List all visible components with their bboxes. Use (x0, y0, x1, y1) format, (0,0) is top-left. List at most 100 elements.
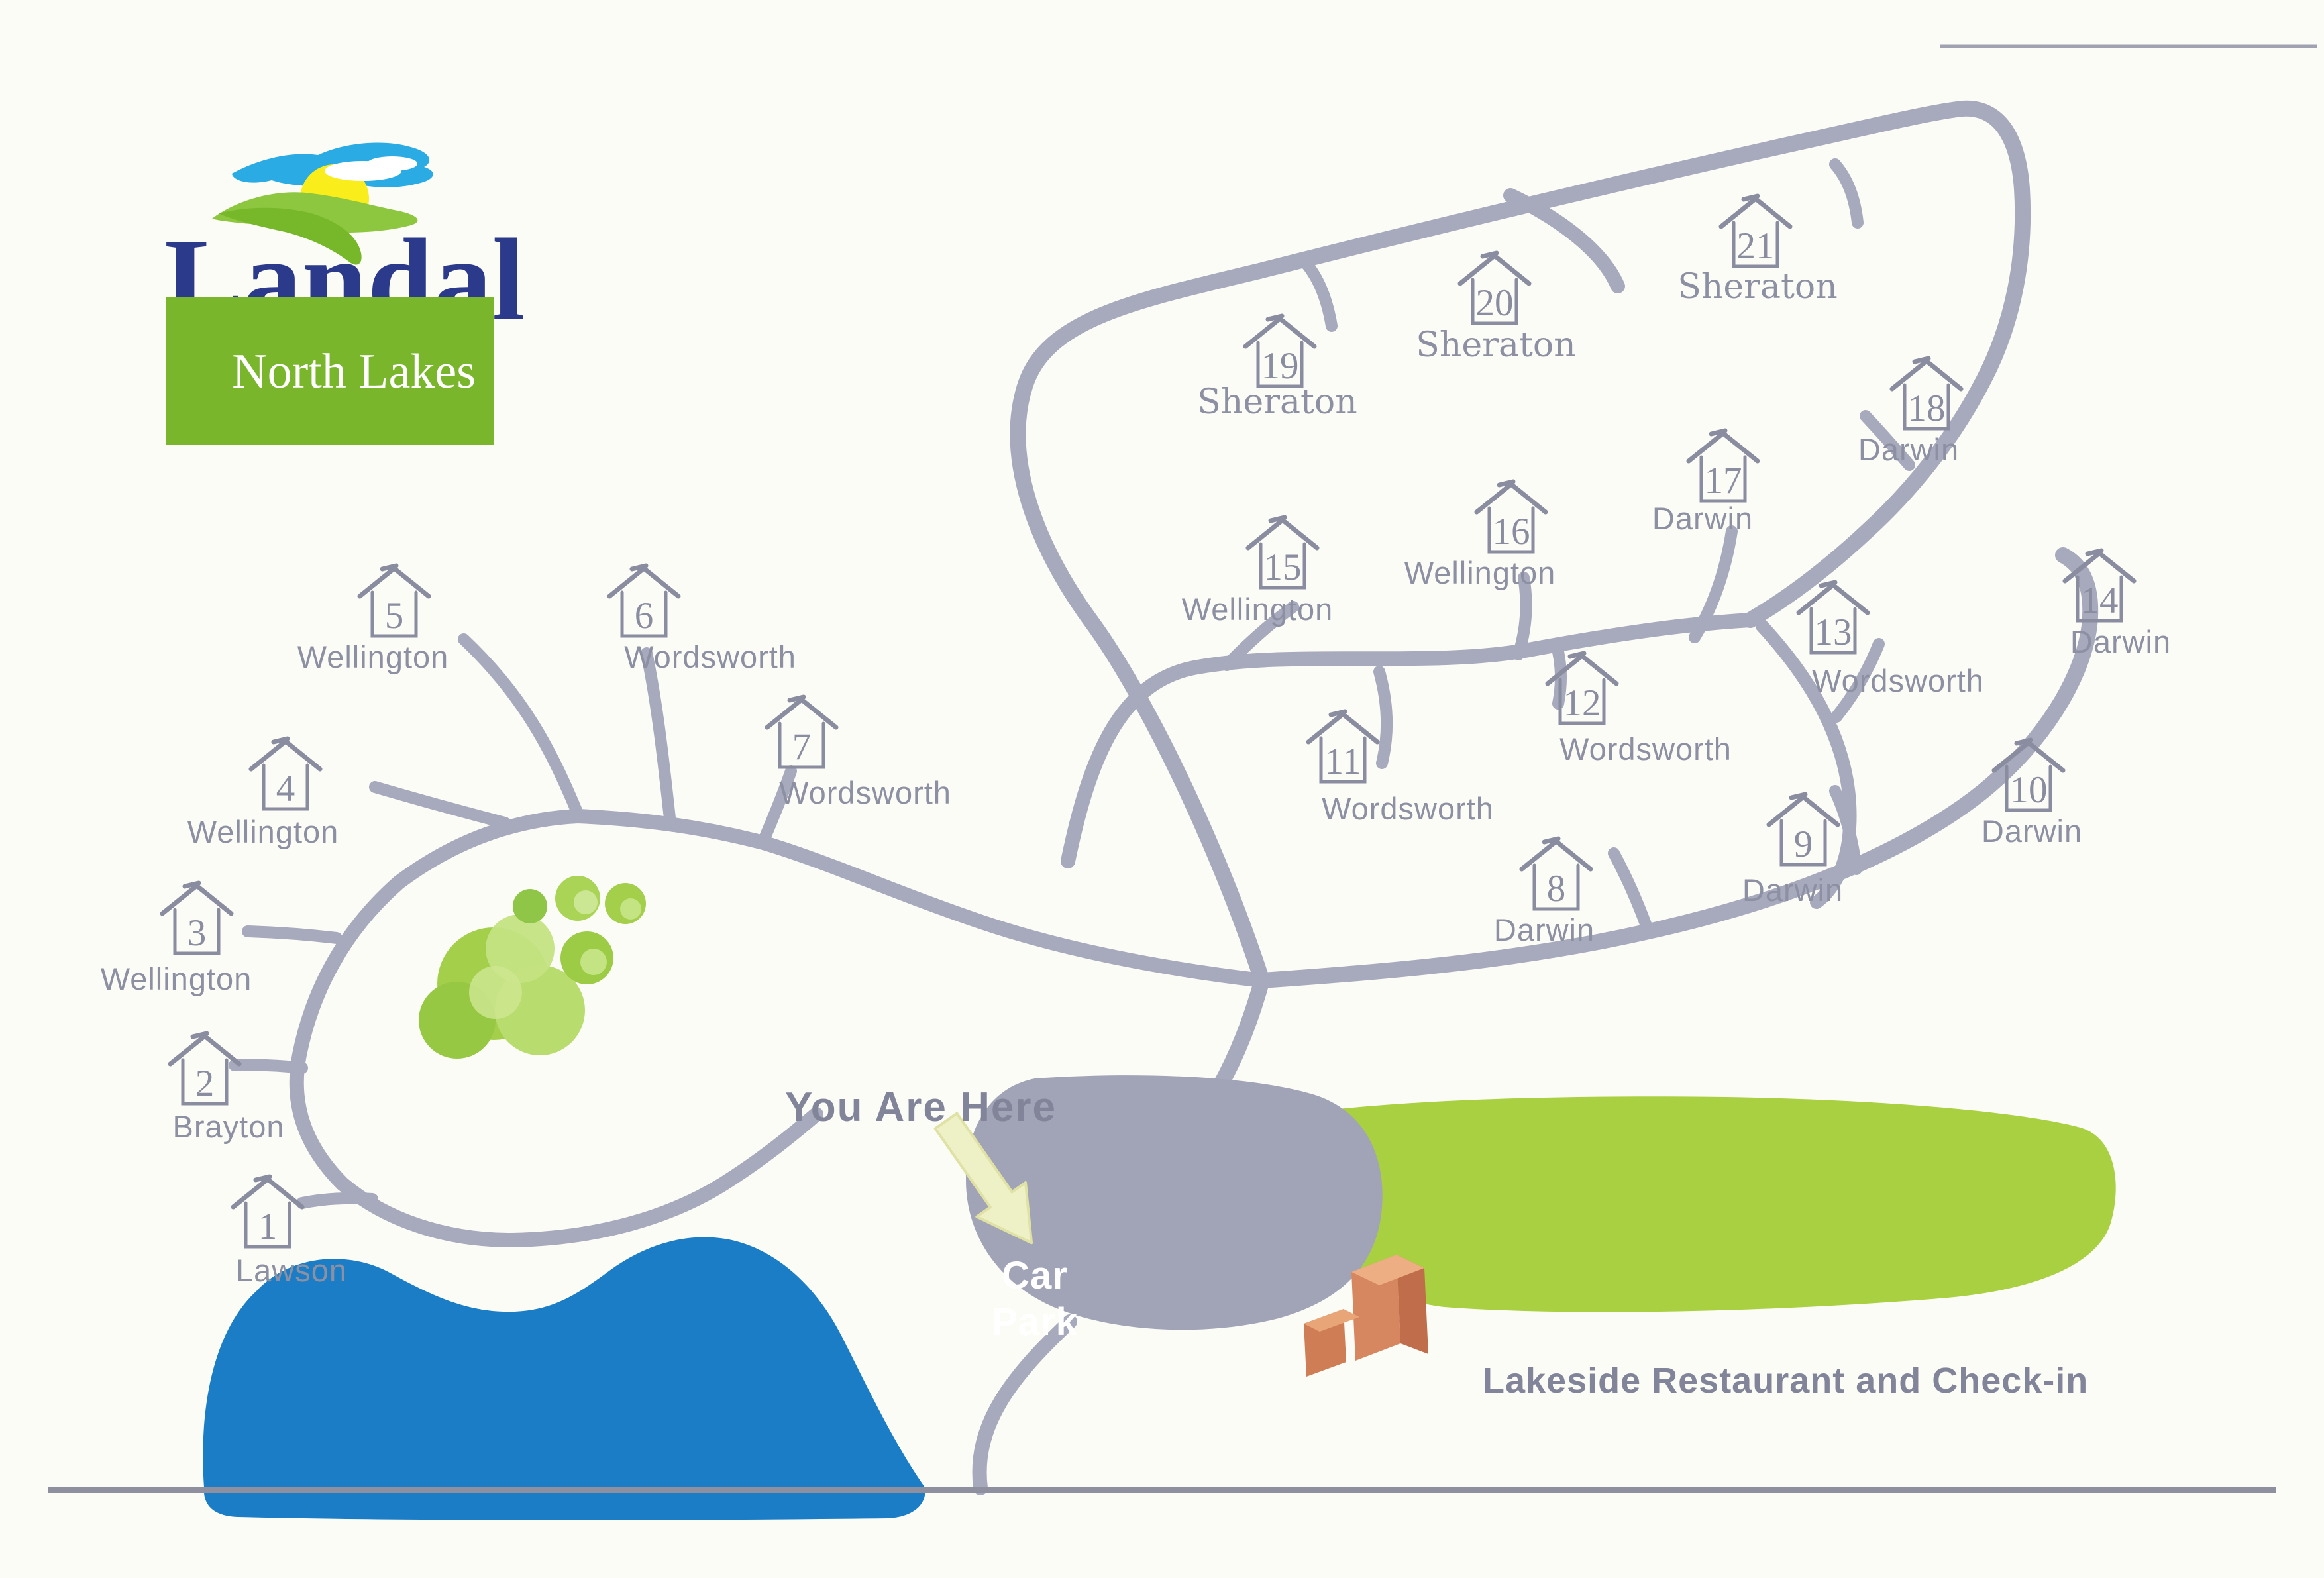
road-stub-18 (1860, 410, 1915, 471)
lodge-name-label: Wordsworth (779, 775, 951, 810)
lodge-name-label: Sheraton (1416, 325, 1575, 365)
lodge-name-label: Wellington (1404, 555, 1556, 590)
lodge-number: 21 (1737, 225, 1775, 267)
road-stub-6 (641, 647, 676, 830)
lodge-name-label: Darwin (2070, 624, 2171, 659)
lodge-name-label: Wordsworth (624, 639, 796, 674)
lodge-number: 11 (1325, 741, 1361, 782)
road-carpark-access (1211, 973, 1270, 1096)
you-are-here-arrow (933, 1112, 1033, 1245)
car-park-label-line1: Car (1002, 1254, 1068, 1297)
lodge-name-label: Darwin (1981, 814, 2082, 849)
road-stub-1 (296, 1192, 378, 1209)
lodge-number: 6 (635, 595, 654, 637)
road-stub-19 (1300, 258, 1338, 332)
lodge-name-label: Darwin (1742, 872, 1843, 908)
trees (419, 876, 646, 1059)
lodge-number: 5 (385, 595, 404, 637)
road-stub-13 (1830, 638, 1885, 723)
lodge-number: 9 (1794, 823, 1813, 865)
car-park-area (966, 1075, 1383, 1330)
road-stub-11 (1373, 666, 1393, 769)
lodge-number: 10 (2010, 769, 2048, 811)
logo-green-box (166, 297, 494, 445)
lodge-name-label: Sheraton (1197, 382, 1357, 422)
lodge-number: 17 (1705, 460, 1742, 501)
lodge-name-label: Wellington (1182, 592, 1334, 627)
road-southeast (1254, 547, 2099, 988)
road-stub-8 (1608, 847, 1653, 933)
lodge-name-label: Wordsworth (1559, 731, 1732, 766)
lodge-number: 13 (1815, 611, 1852, 653)
you-are-here-label: You Are Here (785, 1084, 1057, 1130)
lodge-number: 20 (1476, 282, 1514, 324)
lodge-name-label: Wellington (297, 639, 449, 674)
lodge-number: 8 (1547, 868, 1566, 910)
road-stub-4 (369, 781, 511, 829)
lodge-number: 16 (1493, 511, 1530, 552)
road-west-loop (289, 808, 1269, 1248)
lodge-name-label: Darwin (1652, 501, 1753, 536)
lodge-name-label: Wordsworth (1812, 663, 1984, 698)
lodge-number: 4 (276, 768, 295, 810)
lodge-name-label: Darwin (1858, 432, 1959, 467)
lodges-layer: 1Lawson2Brayton3Wellington4Wellington5We… (101, 196, 2171, 1288)
lodge-number: 18 (1908, 388, 1946, 429)
lodge-number: 15 (1264, 547, 1302, 588)
lodge-number: 19 (1261, 345, 1299, 387)
road-stub-3 (242, 925, 343, 944)
lodge-name-label: Wellington (187, 814, 339, 849)
road-stub-15 (1221, 601, 1299, 671)
road-main-north (1010, 100, 2031, 988)
lodge-number: 2 (195, 1063, 215, 1104)
road-connector (1756, 619, 1857, 909)
road-network (229, 100, 2099, 1495)
road-stub-7 (757, 765, 797, 847)
lodge-name-label: Wordsworth (1322, 791, 1494, 826)
lodge-number: 3 (187, 912, 207, 954)
lodge-name-label: Sheraton (1677, 267, 1837, 307)
road-stub-20 (1503, 188, 1625, 293)
road-mid (1061, 613, 1758, 868)
road-stub-5 (458, 633, 584, 819)
lodge-name-label: Lawson (236, 1253, 347, 1288)
lodge-name-label: Wellington (101, 961, 252, 996)
meadow (1229, 1096, 2116, 1312)
lake (203, 1237, 925, 1520)
logo-region-text: North Lakes (232, 344, 476, 399)
restaurant-label: Lakeside Restaurant and Check-in (1483, 1361, 2088, 1400)
car-park-label-line2: Park (992, 1300, 1078, 1343)
lodge-name-label: Brayton (173, 1109, 285, 1144)
road-stub-21 (1829, 158, 1864, 229)
lodge-number: 7 (792, 726, 812, 768)
logo-landscape-icon (212, 142, 433, 265)
road-south-exit (972, 1314, 1077, 1495)
lodge-number: 12 (1563, 682, 1601, 724)
lodge-number: 14 (2081, 580, 2119, 621)
road-stub-16 (1512, 572, 1532, 660)
lodge-number: 1 (258, 1206, 278, 1247)
logo: Landal North Lakes (164, 142, 525, 445)
